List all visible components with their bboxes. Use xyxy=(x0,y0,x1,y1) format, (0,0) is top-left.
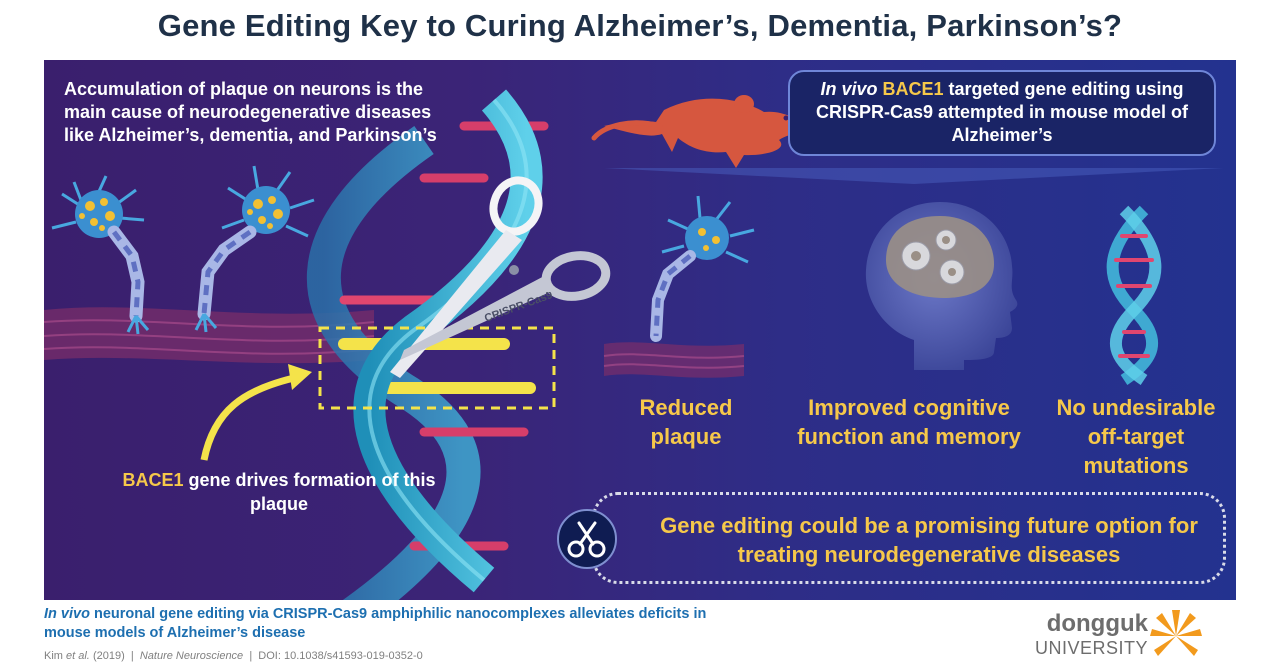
bace1-rest: gene drives formation of this plaque xyxy=(188,470,436,514)
arrow-icon xyxy=(200,364,312,461)
callout-gene: BACE1 xyxy=(882,79,944,99)
scissors-icon xyxy=(567,521,606,558)
mouse-icon xyxy=(591,95,806,168)
scissors-icon xyxy=(390,176,611,378)
neuron-icon xyxy=(194,165,315,333)
scissors-label-text: CRISPR-Cas9 xyxy=(483,292,554,325)
head-gears-icon xyxy=(865,202,1018,370)
infographic-panel: Accumulation of plaque on neurons is the… xyxy=(44,60,1236,600)
university-logo-sub: UNIVERSITY xyxy=(1034,638,1148,658)
ref-doi: DOI: 10.1038/s41593-019-0352-0 xyxy=(258,650,423,662)
ref-sep2: | xyxy=(249,650,253,662)
intro-text: Accumulation of plaque on neurons is the… xyxy=(64,79,437,145)
ref-sep1: | xyxy=(130,650,134,662)
bace1-gene: BACE1 xyxy=(122,470,184,490)
ref-etal: et al. xyxy=(66,650,90,662)
citation-in-vivo: In vivo xyxy=(44,606,90,622)
outcome-no-off-target: No undesirable off-target mutations xyxy=(1056,395,1216,478)
scissors-label: CRISPR-Cas9 xyxy=(483,292,554,325)
university-logo-icon xyxy=(1150,610,1202,656)
nerve-fiber-bundle xyxy=(603,342,745,378)
citation: In vivo neuronal gene editing via CRISPR… xyxy=(44,605,744,643)
reference-line: Kim et al. (2019) | Nature Neuroscience … xyxy=(44,650,423,662)
ref-journal: Nature Neuroscience xyxy=(139,650,244,662)
callout-box xyxy=(788,70,1216,156)
neuron-icon xyxy=(51,175,150,335)
university-logo-name: dongguk xyxy=(1046,610,1148,637)
dna-helix-icon xyxy=(1106,205,1162,385)
neuron-icon xyxy=(650,195,755,342)
conclusion-text: Gene editing could be a promising future… xyxy=(660,513,1198,567)
callout-rest: targeted gene editing using CRISPR-Cas9 … xyxy=(815,79,1189,145)
bace1-note: BACE1 gene drives formation of this plaq… xyxy=(114,468,444,516)
ref-year: (2019) xyxy=(92,650,125,662)
illustration-layer xyxy=(44,89,1224,600)
citation-rest: neuronal gene editing via CRISPR-Cas9 am… xyxy=(44,606,707,641)
ref-author: Kim xyxy=(44,650,63,662)
outcome-improved-cognition: Improved cognitive function and memory xyxy=(797,395,1021,449)
page-title: Gene Editing Key to Curing Alzheimer’s, … xyxy=(157,8,1123,43)
callout-text: In vivo BACE1 targeted gene editing usin… xyxy=(796,78,1208,147)
outcome-reduced-plaque: Reduced plaque xyxy=(639,395,733,449)
dna-helix-icon xyxy=(307,89,556,600)
callout-in-vivo: In vivo xyxy=(820,79,878,99)
scissors-badge xyxy=(557,509,617,569)
